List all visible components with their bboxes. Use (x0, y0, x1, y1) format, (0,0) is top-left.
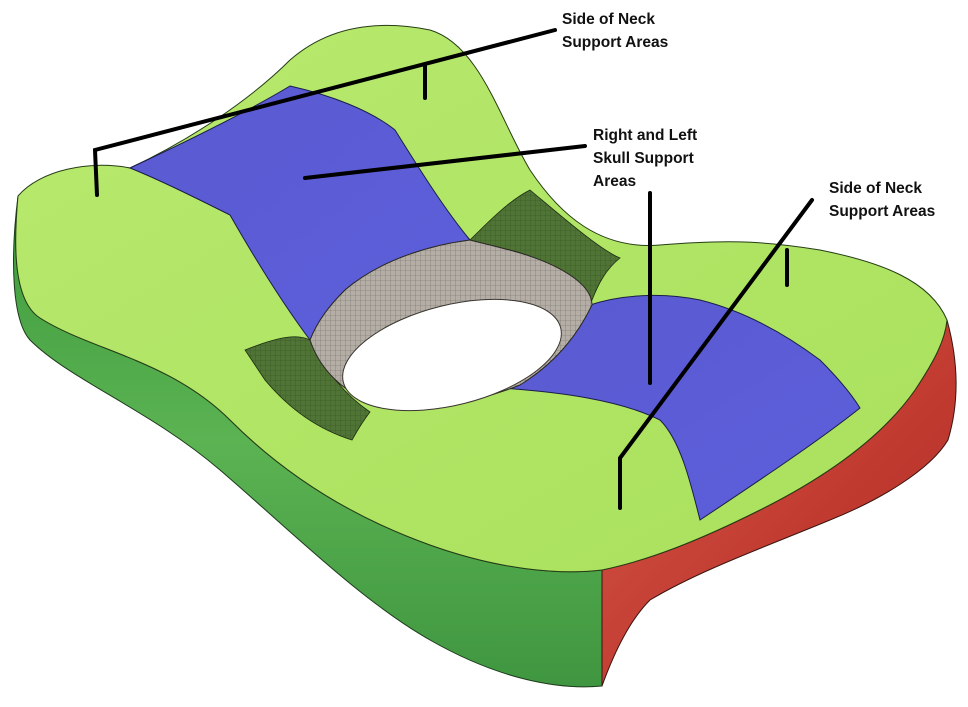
mesh-patch-lower (244, 336, 371, 441)
leader-neck-top (92, 28, 557, 197)
leader-lines (92, 28, 814, 510)
leader-skull (303, 144, 587, 180)
label-neck-top-line2: Support Areas (562, 34, 669, 51)
label-neck-right-line2: Support Areas (829, 203, 936, 220)
label-skull-line2: Skull Support (593, 150, 694, 167)
label-skull-line1: Right and Left (593, 127, 698, 144)
label-skull-line3: Areas (593, 173, 637, 190)
leader-neck-right (618, 198, 814, 510)
label-skull-support: Right and Left Skull Support Areas (593, 124, 697, 193)
skull-support-right (498, 294, 861, 521)
label-neck-top-line1: Side of Neck (562, 11, 656, 28)
label-side-of-neck-right: Side of Neck Support Areas (829, 177, 935, 223)
label-neck-right-line1: Side of Neck (829, 180, 923, 197)
label-side-of-neck-top: Side of Neck Support Areas (562, 8, 668, 54)
center-hole (342, 298, 562, 412)
